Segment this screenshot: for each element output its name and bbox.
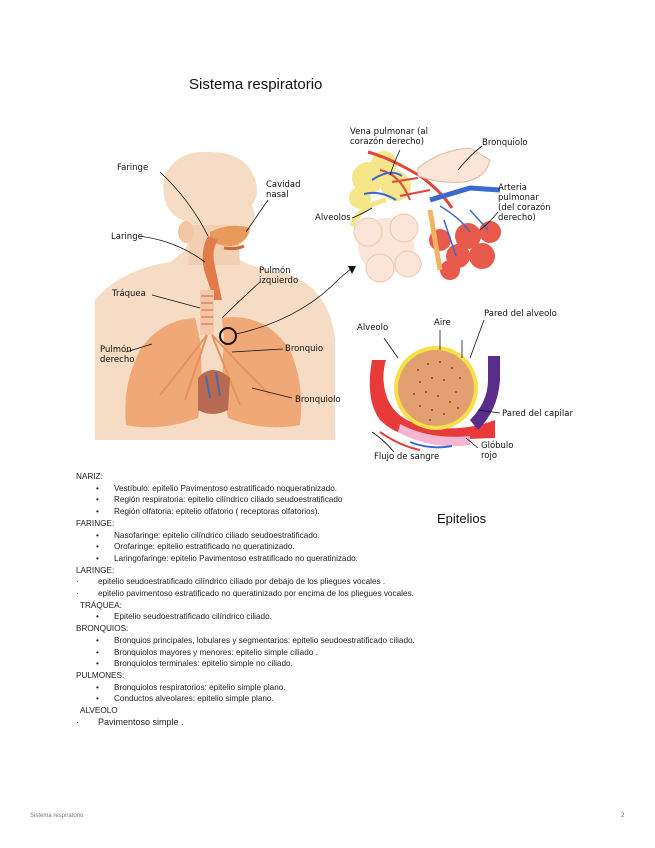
section-heading-nariz: NARIZ: <box>76 471 596 483</box>
label-globulo-rojo: Glóbulo rojo <box>481 441 515 461</box>
section-heading-bronquios: BRONQUIOS: <box>76 623 596 635</box>
alveolus-detail <box>370 346 500 450</box>
list-item: Bronquiolos respiratorios: epitelio simp… <box>76 682 596 694</box>
label-pulmon-izquierdo: Pulmón izquierdo <box>259 266 307 286</box>
list-item: Pavimentoso simple . <box>76 717 596 729</box>
list-item: Bronquios principales, lobulares y segme… <box>76 635 596 647</box>
list-item: Nasofaringe: epitelio cilíndrico ciliado… <box>76 530 596 542</box>
label-alveolos: Alveolos <box>315 213 351 223</box>
epitelios-heading: Epitelios <box>437 511 486 526</box>
list-item: epitelio pavimentoso estratificado no qu… <box>76 588 596 600</box>
label-cavidad-nasal: Cavidad nasal <box>266 180 310 200</box>
list-item: Bronquiolos terminales: epitelio simple … <box>76 658 596 670</box>
label-aire: Aire <box>434 318 451 328</box>
label-pared-capilar: Pared del capilar <box>502 409 573 419</box>
list-item: Región olfatoria: epitelio olfatorio ( r… <box>76 506 596 518</box>
label-bronquio: Bronquio <box>285 344 323 354</box>
section-heading-alveolo: ALVEOLO <box>80 705 596 717</box>
heart <box>198 370 230 414</box>
ear <box>178 221 194 243</box>
label-vena-pulmonar: Vena pulmonar (al corazón derecho) <box>350 127 446 147</box>
label-bronquiolo-body: Bronquiolo <box>295 395 341 405</box>
label-traquea: Tráquea <box>112 289 146 299</box>
page-title: Sistema respiratorio <box>189 76 322 93</box>
list-item: Conductos alveolares: epitelio simple pl… <box>76 693 596 705</box>
alveoli-cluster <box>349 148 501 282</box>
section-heading-traquea: TRÁQUEA: <box>80 600 596 612</box>
list-item: epitelio seudoestratificado cilíndrico c… <box>76 576 596 588</box>
label-faringe: Faringe <box>117 163 148 173</box>
label-bronquiolo-alveoli: Bronquiolo <box>482 138 528 148</box>
list-item: Laringofaringe: epitelio Pavimentoso est… <box>76 553 596 565</box>
section-heading-pulmones: PULMONES: <box>76 670 596 682</box>
label-pared-alveolo: Pared del alveolo <box>484 309 557 319</box>
list-item: Región respiratoria: epitelio cilíndrico… <box>76 494 596 506</box>
page-number: 2 <box>621 813 624 819</box>
label-arteria-pulmonar: Arteria pulmonar (del corazón derecho) <box>498 183 556 223</box>
list-item: Vestíbulo: epitelio Pavimentoso estratif… <box>76 483 596 495</box>
label-pulmon-derecho: Pulmón derecho <box>100 345 142 365</box>
label-flujo-sangre: Flujo de sangre <box>374 452 439 462</box>
label-laringe: Laringe <box>111 232 143 242</box>
label-alveolo: Alveolo <box>357 323 388 333</box>
list-item: Orofaringe: epitelio estratificado no qu… <box>76 541 596 553</box>
list-item: Bronquiolos mayores y menores: epitelio … <box>76 647 596 659</box>
epithelium-notes: NARIZ: Vestíbulo: epitelio Pavimentoso e… <box>76 471 596 728</box>
list-item: Epitelio seudoestratificado cilíndrico c… <box>76 611 596 623</box>
section-heading-faringe: FARINGE: <box>76 518 596 530</box>
footer-title: Sistema respiratorio <box>30 813 83 819</box>
section-heading-laringe: LARINGE: <box>76 565 596 577</box>
